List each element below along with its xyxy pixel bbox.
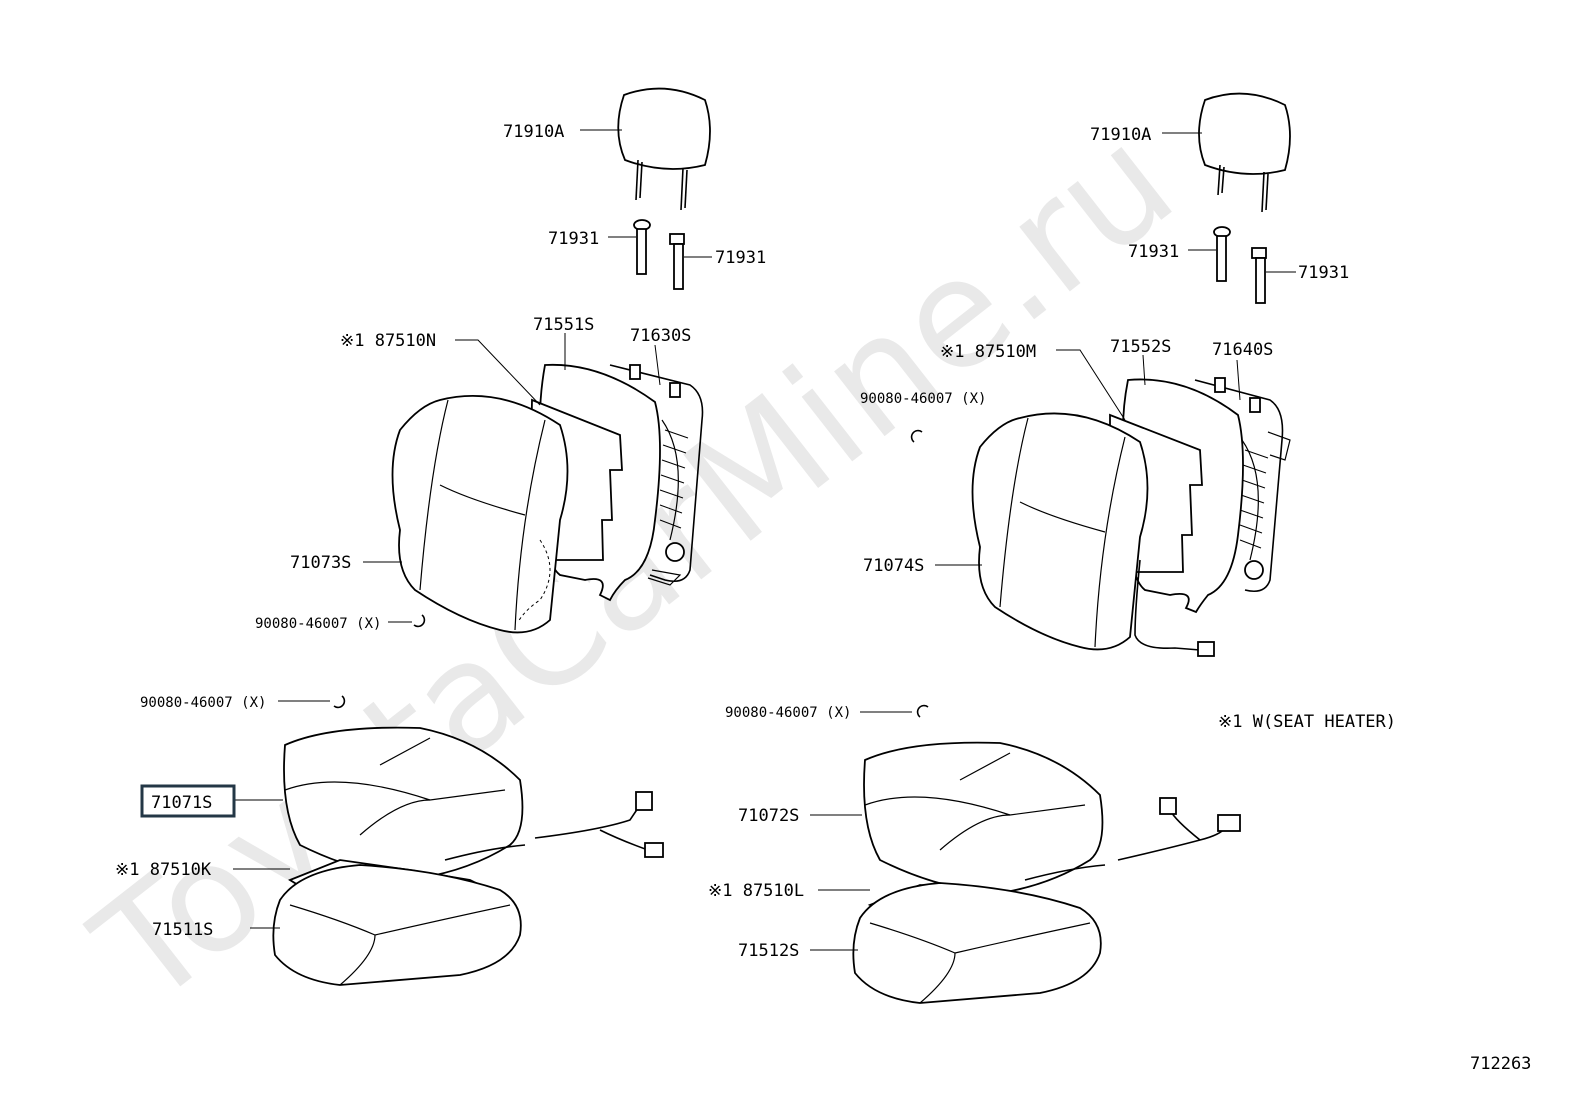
left-label-guide-b: 71931 [715,248,766,268]
left-label-cushion-cover[interactable]: 71071S [151,793,212,813]
right-label-heater-back: ※1 87510M [940,342,1036,362]
left-cushion-pad-drawing [272,864,522,986]
left-label-heater-cushion: ※1 87510K [115,860,212,880]
left-label-back-pad: 71551S [533,315,594,335]
left-label-back-frame: 71630S [630,326,691,346]
right-seat-assembly: 71910A 71931 71931 ※1 87510M 71552S 7164… [708,92,1349,1004]
right-headrest-guides-drawing [1213,226,1267,304]
right-label-back-frame: 71640S [1212,340,1273,360]
left-back-cover-drawing [391,395,569,634]
right-headrest-drawing [1198,92,1291,213]
left-headrest-guides-drawing [633,219,685,290]
right-label-heater-cushion: ※1 87510L [708,881,804,901]
left-headrest-drawing [617,87,711,211]
right-label-hog-ring-cushion: 90080-46007 (X) [725,705,851,721]
left-label-hog-ring-cushion: 90080-46007 (X) [140,695,266,711]
left-back-frame-drawing [609,364,704,586]
right-label-cushion-cover: 71072S [738,806,799,826]
right-label-guide-b: 71931 [1298,263,1349,283]
right-cushion-pad-drawing [852,882,1102,1004]
diagram-code: 712263 [1470,1054,1531,1074]
right-cushion-wiring-drawing [1024,797,1241,881]
right-cushion-cover-drawing [863,741,1104,894]
left-cushion-wiring-drawing [444,791,664,861]
left-cushion-cover-drawing [283,726,524,879]
left-label-back-cover: 71073S [290,553,351,573]
right-hog-rings [910,429,929,718]
legend-seat-heater: ※1 W(SEAT HEATER) [1218,712,1396,732]
right-back-cover-drawing [971,412,1215,657]
left-label-headrest: 71910A [503,122,564,142]
right-label-hog-ring-back: 90080-46007 (X) [860,391,986,407]
left-label-cushion-pad: 71511S [152,920,213,940]
left-label-guide-a: 71931 [548,229,599,249]
left-seat-assembly: 71910A 71931 71931 ※1 87510N 71551S 7163… [115,87,766,986]
right-back-frame-drawing [1194,377,1291,593]
right-label-guide-a: 71931 [1128,242,1179,262]
left-label-heater-back: ※1 87510N [340,331,436,351]
left-leader-lines [233,129,712,929]
right-label-back-pad: 71552S [1110,337,1171,357]
right-label-headrest: 71910A [1090,125,1151,145]
right-label-back-cover: 71074S [863,556,924,576]
right-label-cushion-pad: 71512S [738,941,799,961]
right-leader-lines [810,132,1296,951]
left-cushion-cover-highlight [140,784,236,818]
left-hog-rings [333,614,426,709]
left-label-hog-ring-back: 90080-46007 (X) [255,616,381,632]
